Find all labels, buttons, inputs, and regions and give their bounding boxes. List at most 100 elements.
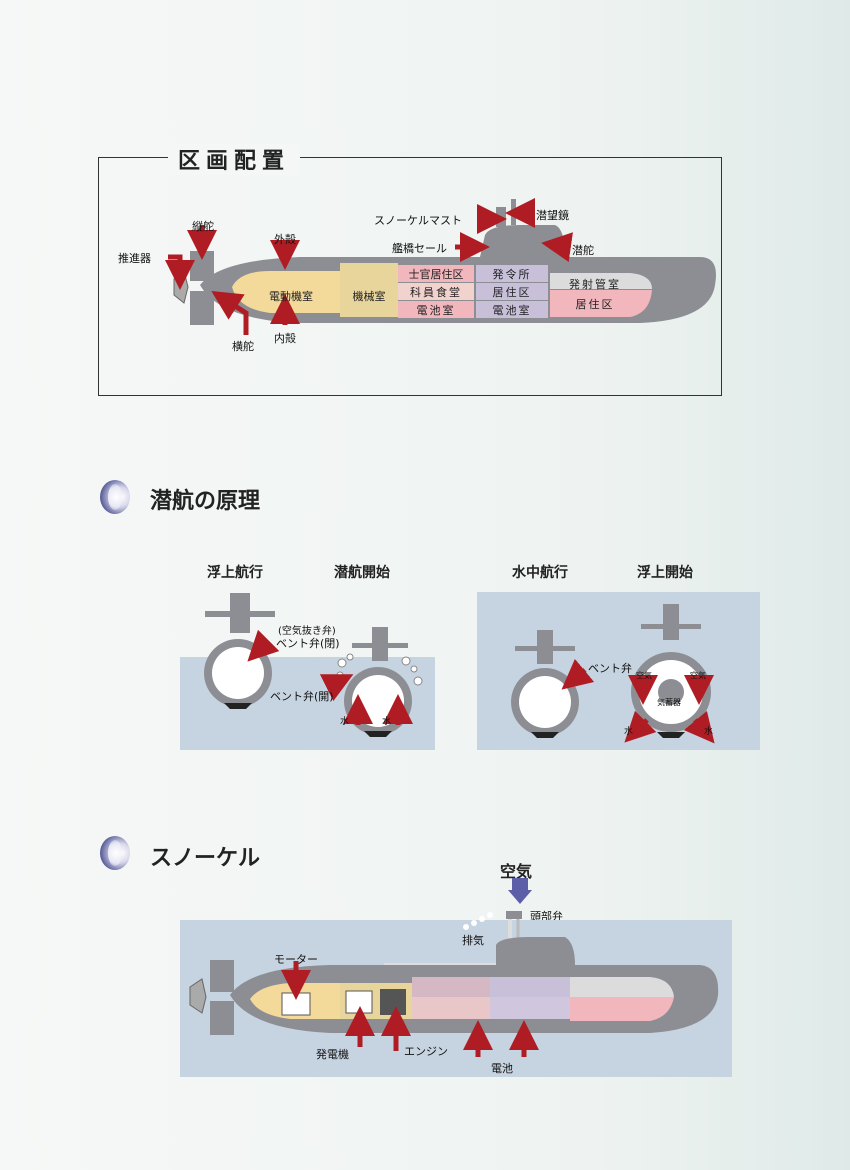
layout-title: 区画配置 (168, 143, 301, 175)
vent-arrow (561, 658, 595, 690)
quarters-fwd-label: 居住区 (575, 298, 615, 311)
water-out-arrow-right (683, 710, 715, 744)
officer-quarters-label: 士官居住区 (408, 267, 464, 281)
vent-open-label: ベント弁(開) (270, 690, 334, 703)
snorkel-fwd-top (570, 977, 674, 997)
generator-label: 発電機 (316, 1048, 349, 1061)
keel-underwater (531, 732, 559, 738)
propulsor-label: 推進器 (118, 252, 151, 265)
principle-bullet-icon (100, 480, 130, 514)
water-label-2: 水 (382, 717, 392, 727)
water-out-label-left: 水 (624, 727, 634, 737)
air-tank-shape (658, 679, 684, 705)
plane-surfacing (641, 624, 701, 629)
snorkel-diagram (189, 911, 719, 1057)
vent-closed-label: ベント弁(閉) (276, 637, 340, 650)
engine-label: エンジン (404, 1045, 448, 1058)
battery-label: 電池 (491, 1062, 513, 1075)
keel-surface (224, 703, 252, 709)
periscope-shape (511, 199, 516, 225)
outer-hull-label: 外殻 (274, 233, 296, 246)
torpedo-room-shape (550, 273, 652, 289)
submarine-layout-diagram (165, 198, 716, 335)
inner-hull-surface (212, 647, 264, 699)
dive-plane-arrow (541, 232, 573, 262)
battery-aft-shape (398, 301, 474, 318)
torpedo-room-label: 発射管室 (569, 278, 621, 291)
air-label-left: 空気 (636, 671, 652, 680)
air-intake-arrow (508, 878, 532, 904)
machinery-room-label: 機械室 (352, 290, 386, 303)
snorkel-mid-top (412, 977, 490, 997)
motor-room-label: 電動機室 (269, 290, 313, 303)
inner-hull-underwater (519, 676, 571, 728)
control-room-label: 発令所 (492, 267, 532, 281)
snorkel-rudder-bottom (210, 1001, 234, 1035)
snorkel-ctrl-bot (490, 997, 570, 1019)
engine-shape (380, 989, 406, 1015)
vent-label: ベント弁 (588, 662, 632, 675)
rudder-label: 縦舵 (192, 220, 214, 233)
snorkel-mast-shape (496, 207, 506, 227)
motor-shape (281, 992, 311, 1016)
sail-surfacing (663, 604, 679, 640)
underwater-surfacing-diagram (511, 604, 715, 744)
dive-plane-label: 潜舵 (572, 244, 594, 257)
water-label-1: 水 (340, 717, 350, 727)
exhaust-label: 排気 (462, 934, 484, 947)
head-valve-shape (506, 911, 522, 919)
snorkel-bullet-icon (100, 836, 130, 870)
plane-surface (205, 611, 275, 617)
water-out-label-right: 水 (704, 727, 714, 737)
stern-plane-label: 横舵 (232, 340, 254, 353)
battery-fwd-label: 電池室 (492, 303, 532, 317)
sail-label: 艦橋セール (392, 242, 447, 255)
propeller-shape (173, 270, 189, 304)
quarters-fwd-shape (550, 290, 652, 317)
sail-shape (480, 225, 565, 257)
rudder-shape (190, 251, 214, 281)
air-label-right: 空気 (690, 671, 706, 680)
vent-closed-arrow (247, 629, 280, 662)
propulsor-arrow (165, 254, 195, 290)
caption-underwater: 水中航行 (512, 565, 568, 581)
mess-label: 科員食堂 (410, 285, 462, 299)
motor-room-shape (232, 271, 340, 313)
machinery-room-shape (340, 263, 398, 317)
snorkel-title: スノーケル (150, 846, 261, 871)
inner-hull-label: 内殻 (274, 332, 296, 345)
snorkel-mid-bot (412, 997, 490, 1019)
snorkel-sail (496, 937, 575, 965)
control-room-shape (476, 265, 548, 282)
periscope-label: 潜望鏡 (536, 209, 569, 222)
vent-note-label: (空気抜き弁) (278, 626, 336, 637)
lower-rudder-shape (190, 291, 214, 325)
surface-dive-diagram (204, 593, 423, 737)
head-valve-label: 頭部弁 (530, 910, 563, 923)
stern-plane-arrow (211, 290, 249, 335)
snorkel-mast-label: スノーケルマスト (374, 214, 462, 227)
quarters-mid-shape (476, 283, 548, 300)
snorkel-propeller (189, 978, 207, 1014)
plane-dive (352, 643, 408, 648)
mess-shape (398, 283, 474, 300)
snorkel-ctrl-top (490, 977, 570, 997)
air-tank-label: 気蓄器 (657, 698, 681, 707)
water-out-arrow-left (624, 710, 657, 743)
caption-surface: 浮上航行 (207, 565, 263, 581)
keel-surfacing (657, 732, 685, 738)
snorkel-fwd-bot (570, 997, 674, 1021)
snorkel-rudder-top (210, 960, 234, 992)
vent-open-arrow (319, 674, 354, 702)
battery-fwd-shape (476, 301, 548, 318)
quarters-mid-label: 居住区 (492, 285, 532, 299)
motor-label: モーター (274, 953, 318, 966)
caption-dive-start: 潜航開始 (334, 565, 390, 581)
plane-underwater (515, 646, 575, 651)
officer-quarters-shape (398, 265, 474, 282)
principle-title: 潜航の原理 (150, 489, 261, 514)
air-intake-label: 空気 (500, 862, 533, 881)
battery-aft-label: 電池室 (416, 303, 456, 317)
keel-dive (364, 731, 392, 737)
generator-shape (345, 990, 373, 1014)
